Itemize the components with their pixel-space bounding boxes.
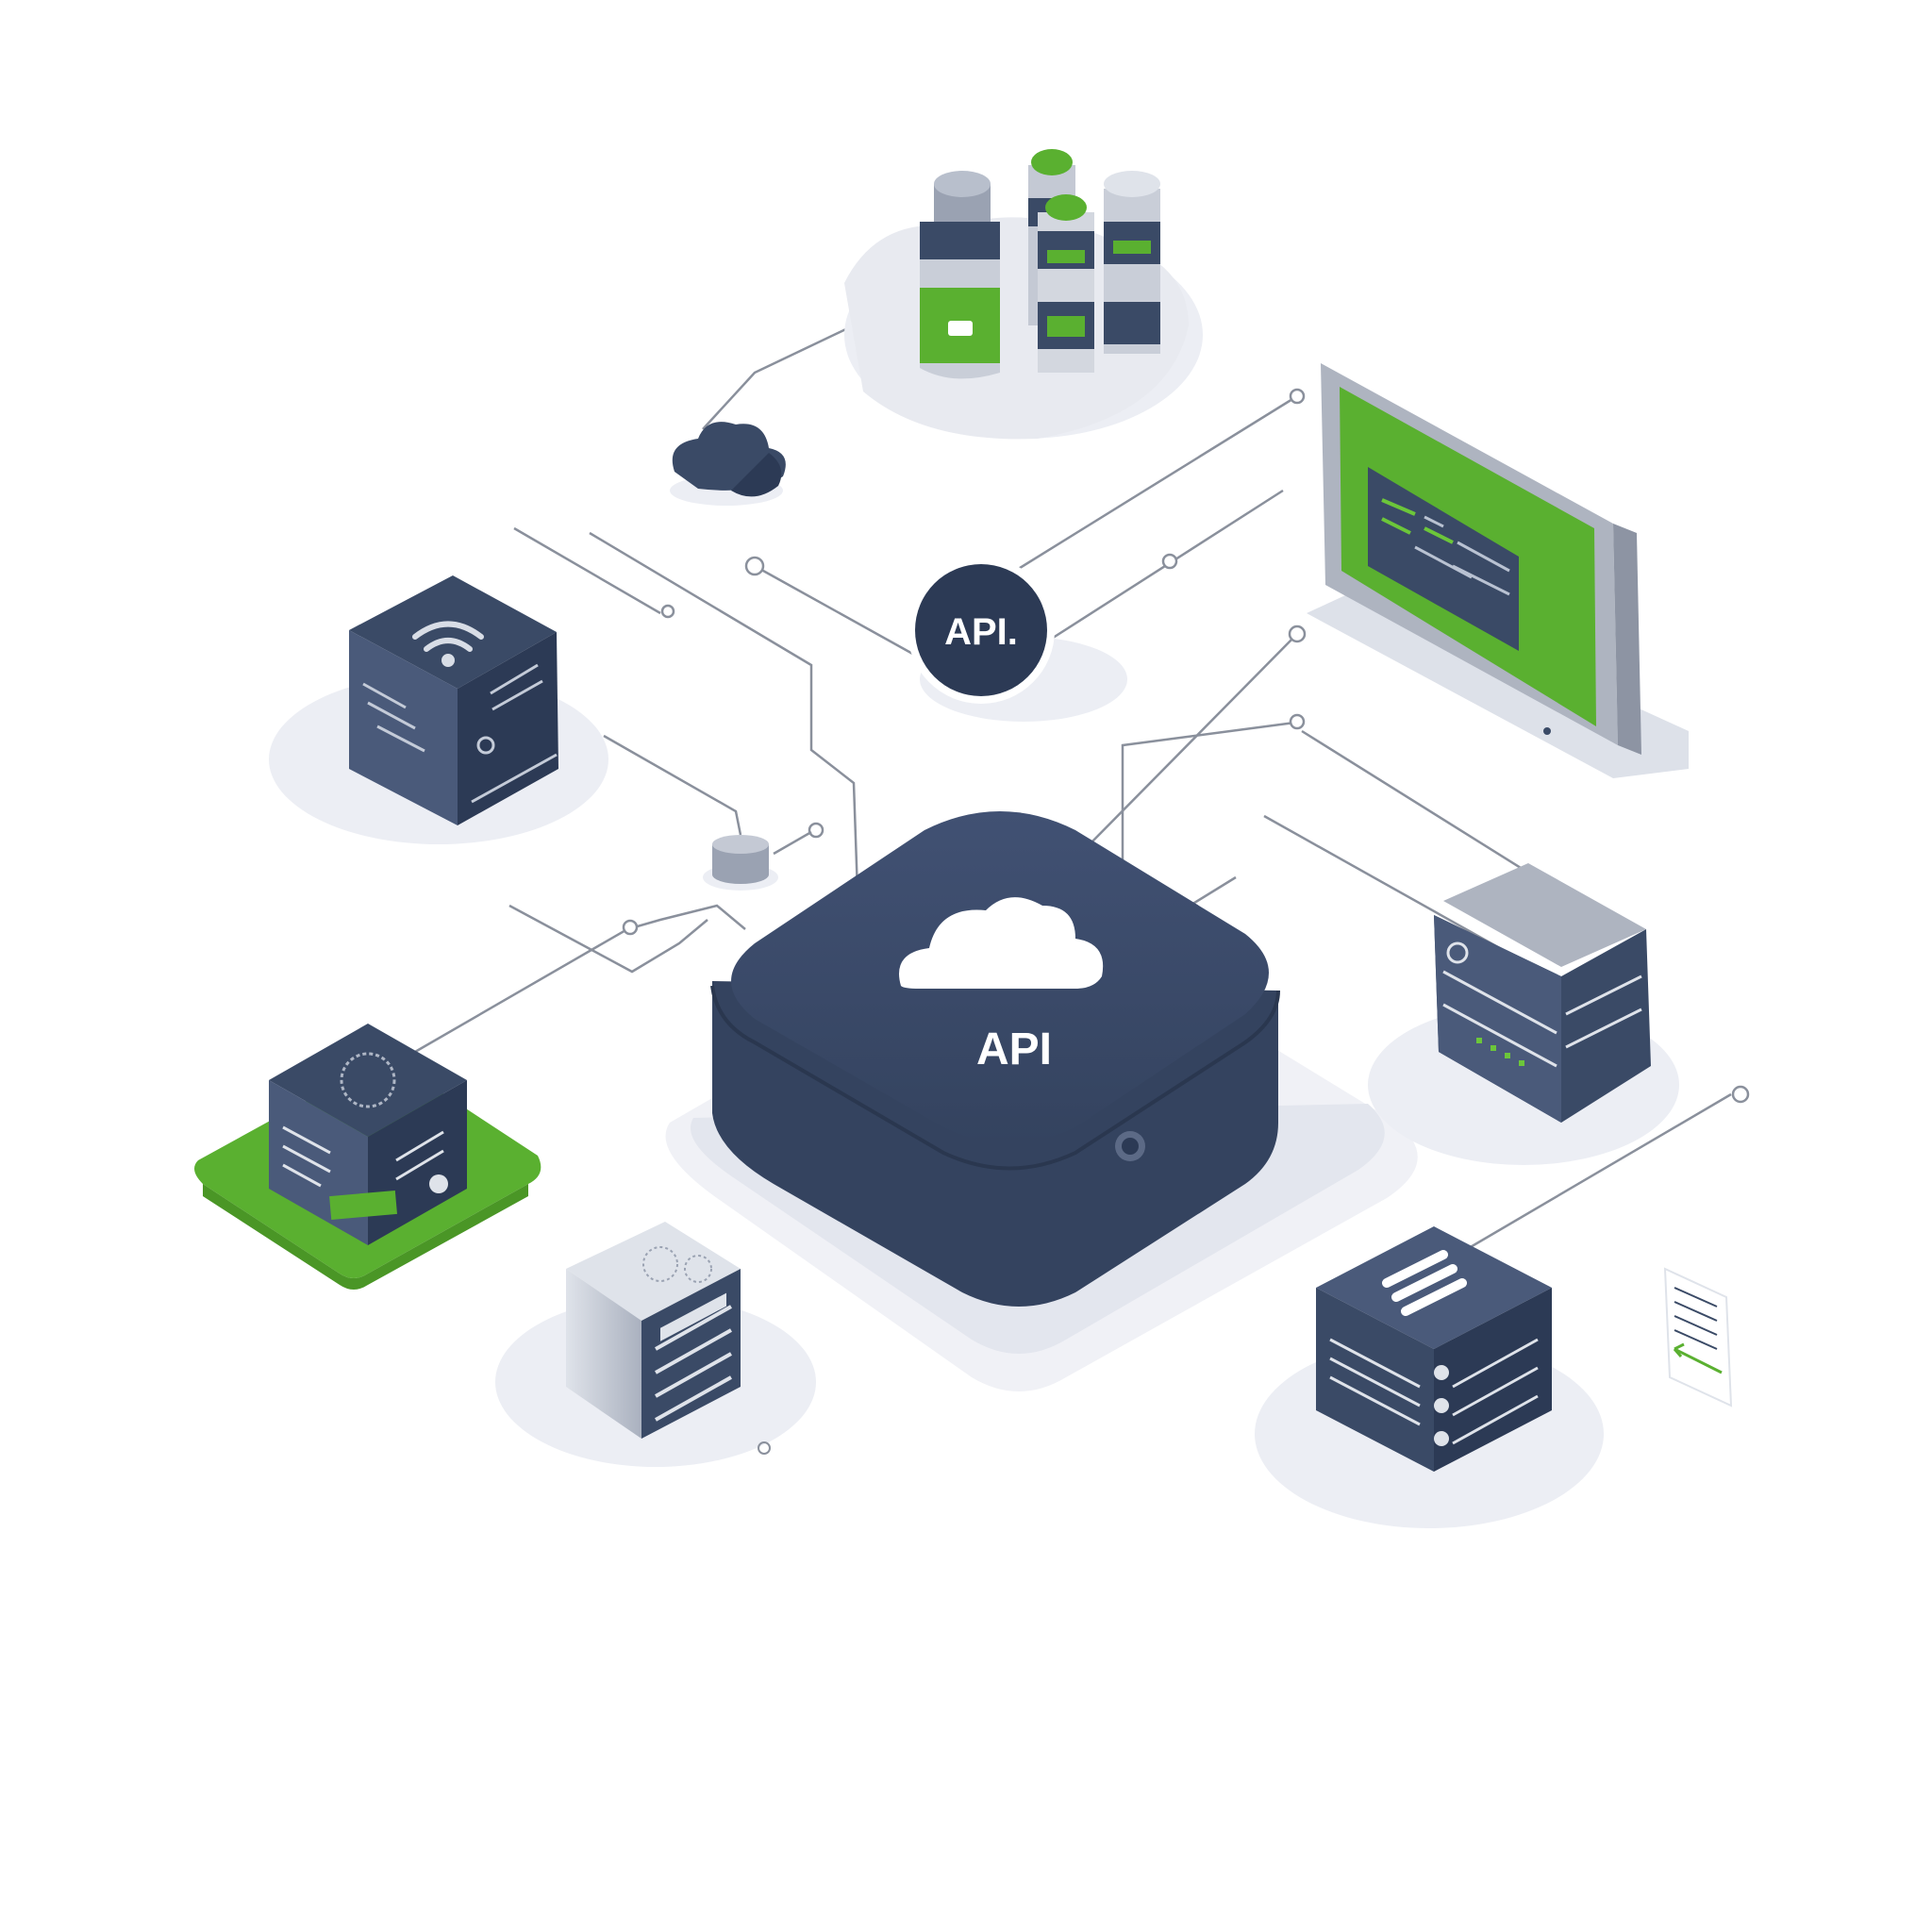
server-stack-right bbox=[1368, 863, 1679, 1165]
small-pod bbox=[703, 835, 778, 891]
line-badge-to-monitor bbox=[1004, 394, 1298, 579]
hub-label: API bbox=[976, 1024, 1052, 1074]
line-node bbox=[808, 822, 824, 839]
wifi-icon bbox=[412, 621, 484, 667]
line-topleft-2 bbox=[589, 531, 860, 921]
monitor-terminal bbox=[1368, 467, 1519, 651]
line-topleft-1 bbox=[513, 526, 661, 615]
line-hub-right bbox=[1121, 720, 1303, 873]
api-badge-circle bbox=[915, 564, 1047, 696]
router-left bbox=[349, 630, 458, 825]
silver-server bbox=[495, 1222, 816, 1467]
line-node bbox=[1161, 553, 1178, 570]
line-node bbox=[1731, 1085, 1750, 1104]
monitor-device bbox=[1307, 363, 1689, 778]
line-node bbox=[1289, 388, 1306, 405]
server-stack-bottom-right bbox=[1255, 1226, 1604, 1528]
small-cloud-icon bbox=[670, 422, 786, 506]
line-router-to-pod bbox=[603, 734, 742, 836]
line-db-to-cloud bbox=[702, 324, 855, 430]
green-platform-device bbox=[194, 1024, 541, 1290]
api-badge: API. bbox=[908, 557, 1127, 722]
line-left-to-green bbox=[414, 904, 746, 1054]
monitor-side bbox=[1613, 524, 1641, 755]
api-badge-label: API. bbox=[944, 611, 1018, 653]
line-node bbox=[660, 604, 675, 619]
line-node bbox=[1288, 625, 1307, 643]
connector-lines bbox=[414, 317, 1750, 1257]
router-top bbox=[349, 575, 557, 689]
line-node bbox=[1289, 713, 1306, 730]
router-right bbox=[458, 632, 558, 825]
line-hub-to-monitor bbox=[1089, 633, 1298, 845]
document-card-icon bbox=[1663, 1267, 1733, 1407]
cloud-icon bbox=[899, 897, 1104, 989]
wifi-router-cube bbox=[269, 575, 608, 844]
line-node bbox=[744, 556, 765, 576]
api-hub: API bbox=[665, 811, 1418, 1391]
line-left-2 bbox=[508, 904, 708, 974]
line-right-lower bbox=[1457, 1092, 1732, 1257]
database-cluster bbox=[844, 149, 1203, 440]
line-badge-left bbox=[754, 564, 925, 662]
line-node bbox=[622, 919, 639, 936]
